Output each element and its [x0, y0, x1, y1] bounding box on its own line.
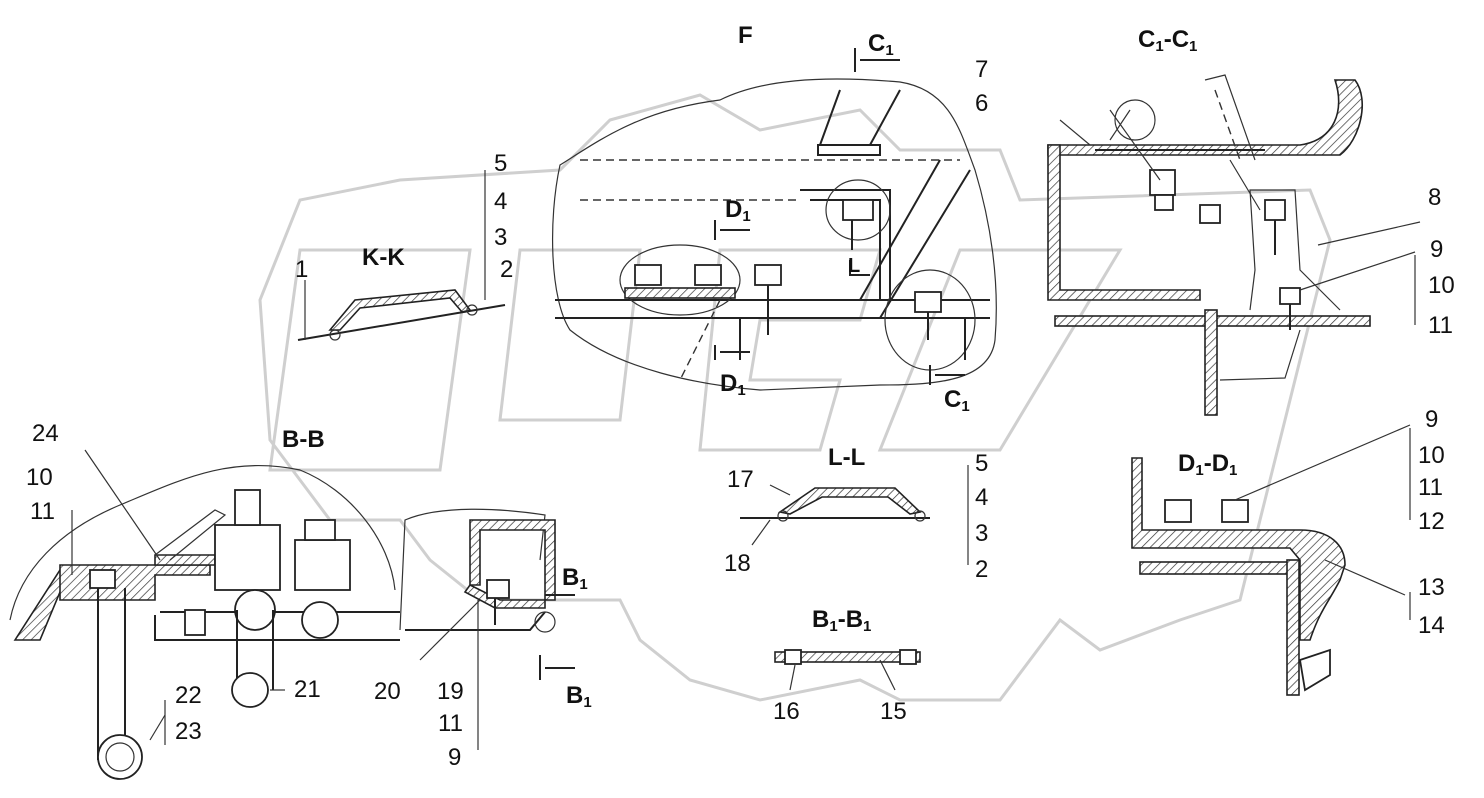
callout-13: 13	[1418, 574, 1445, 601]
callout-5-ll: 5	[975, 450, 989, 477]
section-ll	[740, 487, 930, 522]
section-title-k-k: K-K	[362, 244, 405, 271]
callout-5-kk: 5	[494, 150, 508, 177]
callout-7: 7	[975, 56, 989, 83]
callout-1: 1	[295, 256, 309, 283]
section-arrow-d1-top: D1	[725, 196, 751, 225]
callout-4-ll: 4	[975, 484, 989, 511]
callout-10-bb: 10	[26, 464, 53, 491]
callout-14: 14	[1418, 612, 1445, 639]
callout-21: 21	[294, 676, 321, 703]
callout-11-bb: 11	[30, 498, 55, 525]
section-title-d1-d1: D1-D1	[1178, 450, 1238, 479]
section-c1-c1	[1047, 74, 1371, 416]
callout-9-b1: 9	[448, 744, 462, 771]
section-d1-d1	[1131, 457, 1346, 696]
callout-10-d1: 10	[1418, 442, 1445, 469]
callout-12: 12	[1418, 508, 1445, 535]
callout-15: 15	[880, 698, 907, 725]
callout-16: 16	[773, 698, 800, 725]
section-arrow-b1-bottom: B1	[566, 682, 592, 711]
callout-11-c1: 11	[1428, 312, 1453, 339]
section-title-c1-c1: C1-C1	[1138, 26, 1198, 55]
section-title-b-b: B-B	[282, 426, 325, 453]
section-title-l-l: L-L	[828, 444, 866, 471]
section-mark-l: L	[848, 255, 861, 277]
callout-10-c1: 10	[1428, 272, 1455, 299]
callout-22: 22	[175, 682, 202, 709]
callout-11-b1: 11	[438, 710, 463, 737]
section-arrow-b1-right: B1	[562, 564, 588, 593]
section-arrow-c1-top: C1	[868, 30, 894, 59]
section-kk	[297, 289, 506, 341]
callout-3-kk: 3	[494, 224, 508, 251]
callout-23: 23	[175, 718, 202, 745]
callout-9-c1: 9	[1430, 236, 1444, 263]
callout-4-kk: 4	[494, 188, 508, 215]
callout-9-d1: 9	[1425, 406, 1439, 433]
callout-2-ll: 2	[975, 556, 989, 583]
section-title-b1-b1: B1-B1	[812, 606, 872, 635]
callout-19: 19	[437, 678, 464, 705]
section-f	[552, 48, 997, 391]
leader-lines	[71, 109, 1421, 750]
callout-6: 6	[975, 90, 989, 117]
section-bb	[9, 464, 575, 780]
callout-20: 20	[374, 678, 401, 705]
callout-2-kk: 2	[500, 256, 514, 283]
watermark-logo	[258, 93, 1332, 702]
callout-17: 17	[727, 466, 754, 493]
section-arrow-c1-bottom: C1	[944, 386, 970, 415]
callout-18: 18	[724, 550, 751, 577]
callout-3-ll: 3	[975, 520, 989, 547]
section-arrow-d1-bottom: D1	[720, 370, 746, 399]
section-b1-b1	[774, 649, 921, 665]
callout-8: 8	[1428, 184, 1442, 211]
callout-24: 24	[32, 420, 59, 447]
callout-11-d1: 11	[1418, 474, 1443, 501]
section-title-f: F	[738, 22, 753, 49]
